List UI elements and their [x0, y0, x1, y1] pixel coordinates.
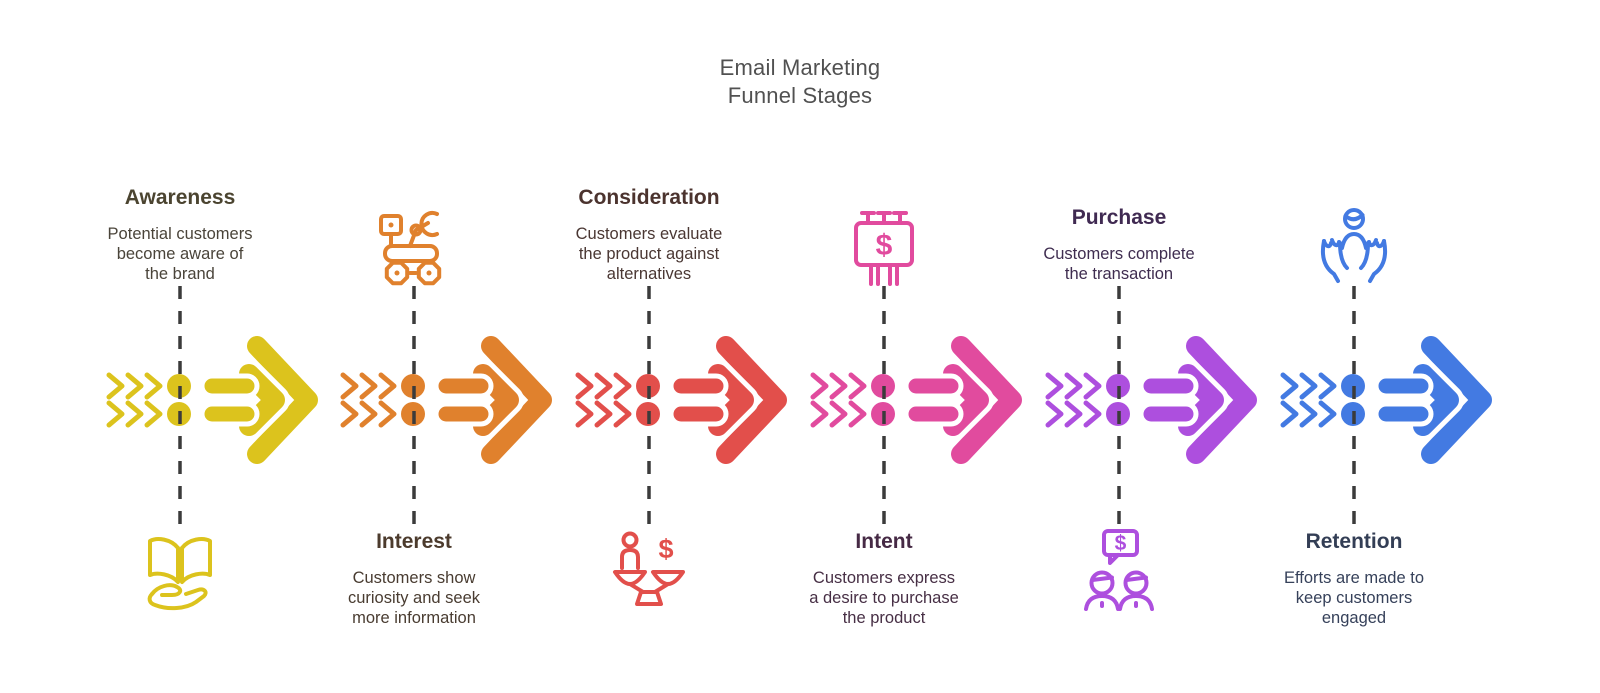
funnel-arrow-graphic: [340, 336, 552, 464]
stage-desc-line: Potential customers: [107, 225, 253, 243]
customer-care-icon: [1314, 206, 1394, 290]
page-title-line1: Email Marketing: [719, 55, 881, 80]
stage-heading: Awareness: [124, 186, 236, 209]
stage-textblock: Intent Customers express a desire to pur…: [767, 529, 1001, 649]
stage-desc-line: keep customers: [1295, 589, 1413, 607]
stage-desc-line: Customers show: [352, 569, 476, 587]
stage-heading: Intent: [855, 530, 913, 553]
stage-desc-line: Efforts are made to: [1283, 569, 1425, 587]
stage-desc-line: the transaction: [1064, 265, 1174, 283]
stage-textblock: Consideration Customers evaluate the pro…: [532, 170, 766, 284]
stage-textblock: Retention Efforts are made to keep custo…: [1237, 529, 1471, 649]
stage-awareness: Awareness Potential customers become awa…: [63, 0, 318, 693]
stage-interest: Interest Customers show curiosity and se…: [297, 0, 552, 693]
book-in-hand-icon: [140, 528, 220, 612]
rover-robot-icon: [374, 206, 454, 290]
page-title-line2: Funnel Stages: [727, 83, 873, 108]
stage-heading: Consideration: [578, 186, 720, 209]
stage-heading: Purchase: [1071, 206, 1167, 229]
dashed-connector: [882, 286, 886, 524]
svg-text:$: $: [658, 534, 673, 564]
stage-desc-line: Customers complete: [1043, 245, 1195, 263]
stage-desc-line: the brand: [145, 265, 215, 283]
dashed-connector: [178, 286, 182, 524]
stage-purchase: Purchase Customers complete the transact…: [1002, 0, 1257, 693]
stage-desc-line: engaged: [1321, 609, 1387, 627]
funnel-arrow-graphic: [106, 336, 318, 464]
funnel-arrow-graphic: [810, 336, 1022, 464]
stage-desc-line: a desire to purchase: [809, 589, 959, 607]
dashed-connector: [1117, 286, 1121, 524]
dashed-connector: [647, 286, 651, 524]
funnel-arrow-graphic: [1045, 336, 1257, 464]
stage-desc-line: Customers evaluate: [575, 225, 723, 243]
stage-intent: $ Intent: [767, 0, 1022, 693]
stage-desc-line: alternatives: [606, 265, 692, 283]
stage-desc-line: curiosity and seek: [347, 589, 481, 607]
balance-scale-icon: $: [609, 528, 689, 612]
stage-desc-line: become aware of: [116, 245, 244, 263]
stage-desc-line: more information: [352, 609, 476, 627]
funnel-arrow-graphic: [1280, 336, 1492, 464]
svg-text:$: $: [1115, 532, 1127, 555]
stage-consideration: Consideration Customers evaluate the pro…: [532, 0, 787, 693]
svg-text:$: $: [876, 229, 893, 262]
customers-chat-icon: $: [1079, 528, 1159, 612]
stage-desc-line: Customers express: [812, 569, 956, 587]
page-title: Email Marketing Funnel Stages: [0, 54, 1600, 110]
stage-textblock: Interest Customers show curiosity and se…: [297, 529, 531, 649]
stage-desc-line: the product against: [578, 245, 720, 263]
stage-retention: Retention Efforts are made to keep custo…: [1237, 0, 1492, 693]
stage-desc-line: the product: [842, 609, 926, 627]
stage-heading: Retention: [1305, 530, 1403, 553]
stage-textblock: Awareness Potential customers become awa…: [63, 170, 297, 284]
dashed-connector: [1352, 286, 1356, 524]
billboard-dollar-icon: $: [844, 206, 924, 290]
stage-heading: Interest: [376, 530, 452, 553]
funnel-arrow-graphic: [575, 336, 787, 464]
dashed-connector: [412, 286, 416, 524]
stage-textblock: Purchase Customers complete the transact…: [1002, 170, 1236, 284]
